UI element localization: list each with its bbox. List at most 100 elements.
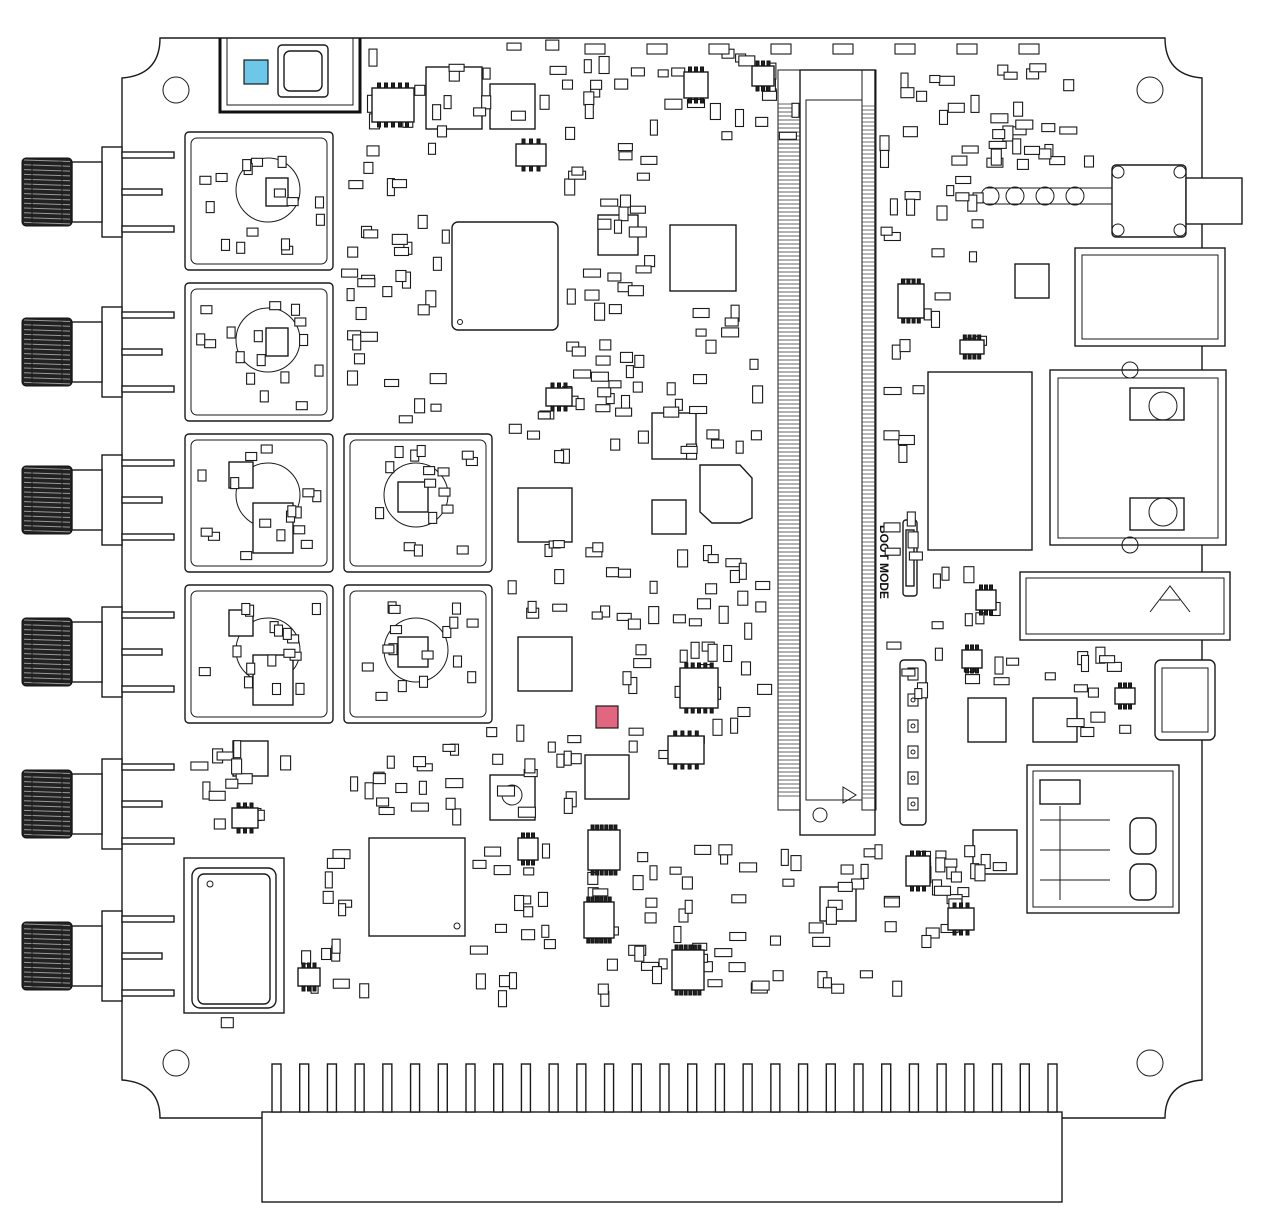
smd-passive [225, 778, 239, 789]
edge-pin [825, 1063, 836, 1113]
smd-passive [740, 661, 752, 676]
smd-passive [947, 102, 965, 113]
smd-passive [253, 330, 263, 343]
smd-passive [627, 618, 641, 630]
smd-passive [417, 304, 430, 316]
smd-passive [321, 947, 332, 961]
edge-pin [437, 1063, 448, 1113]
smd-passive [590, 79, 603, 90]
edge-pin [936, 1063, 947, 1113]
smd-passive [445, 797, 456, 810]
smd-passive [840, 864, 854, 875]
smd-passive [992, 862, 1007, 872]
smd-passive [197, 469, 207, 482]
smd-passive [506, 42, 522, 51]
smd-passive [997, 64, 1009, 76]
smd-passive [681, 876, 693, 890]
smd-passive [584, 289, 600, 301]
smd-passive [1029, 63, 1047, 73]
smd-passive [599, 339, 612, 351]
smd-ic [545, 382, 573, 412]
smd-passive [914, 688, 923, 700]
smd-passive [772, 970, 784, 982]
smd-passive [837, 881, 853, 892]
smd-passive [232, 645, 242, 658]
smd-passive [899, 339, 911, 353]
highlight-marker-red [595, 705, 619, 729]
smd-passive [567, 735, 582, 744]
smd-passive [874, 844, 883, 860]
smd-passive [341, 268, 359, 278]
smd-passive [493, 865, 511, 876]
smd-passive [625, 365, 634, 379]
smd-ic [1114, 682, 1136, 710]
smd-ic [905, 850, 931, 892]
smd-passive [246, 227, 259, 237]
smd-passive [1018, 43, 1040, 55]
smd-passive [240, 551, 253, 561]
smd-ic [583, 896, 615, 944]
smd-passive [633, 658, 652, 669]
smd-passive [757, 683, 773, 695]
smd-passive [651, 966, 663, 985]
smd-passive [363, 161, 374, 174]
smd-passive [527, 600, 537, 613]
smd-passive [375, 507, 385, 520]
smd-passive [395, 782, 408, 794]
edge-pin [1047, 1063, 1058, 1113]
smd-passive [445, 778, 464, 789]
smd-passive [663, 406, 680, 418]
smd-passive [636, 172, 650, 181]
smd-passive [737, 590, 749, 606]
smd-passive [705, 339, 717, 354]
smd-ic [679, 662, 719, 714]
edge-pin [742, 1063, 753, 1113]
top-right-jack [980, 164, 1243, 238]
smd-passive [610, 438, 621, 451]
smd-passive [368, 48, 378, 67]
smd-passive [851, 878, 865, 890]
smd-passive [443, 95, 452, 110]
smd-passive [812, 936, 831, 947]
smd-ic [587, 824, 621, 876]
smd-passive [630, 67, 645, 77]
smd-passive [357, 278, 376, 288]
smd-passive [664, 98, 683, 110]
smd-passive [738, 55, 756, 67]
smd-passive [791, 102, 800, 118]
smd-passive [595, 404, 611, 413]
smd-passive [592, 888, 609, 897]
smd-passive [990, 148, 1002, 166]
smd-passive [635, 265, 652, 274]
smd-passive [430, 403, 442, 412]
smd-passive [590, 371, 609, 382]
smd-passive [564, 178, 576, 196]
smd-passive [923, 308, 932, 321]
sma-connector [21, 758, 175, 850]
smd-passive [617, 568, 632, 578]
smd-passive [906, 198, 916, 216]
smd-passive [614, 78, 629, 90]
smd-passive [964, 613, 973, 627]
smd-passive [723, 644, 733, 663]
smd-passive [684, 899, 693, 914]
smd-passive [508, 423, 522, 434]
edge-pin [382, 1063, 393, 1113]
smd-passive [492, 753, 504, 765]
smd-passive [508, 972, 518, 990]
smd-passive [1087, 687, 1099, 698]
smd-passive [963, 566, 975, 584]
smd-passive [235, 351, 245, 364]
smd-passive [213, 818, 226, 830]
smd-passive [497, 990, 508, 1008]
smd-passive [545, 39, 560, 51]
smd-passive [712, 718, 723, 736]
smd-passive [372, 773, 386, 785]
smd-passive [617, 143, 633, 152]
smd-passive [241, 602, 251, 616]
smd-passive [498, 975, 511, 988]
smd-passive [780, 848, 789, 866]
smd-passive [1049, 156, 1066, 166]
smd-passive [883, 386, 902, 396]
edge-pin [991, 1063, 1003, 1113]
